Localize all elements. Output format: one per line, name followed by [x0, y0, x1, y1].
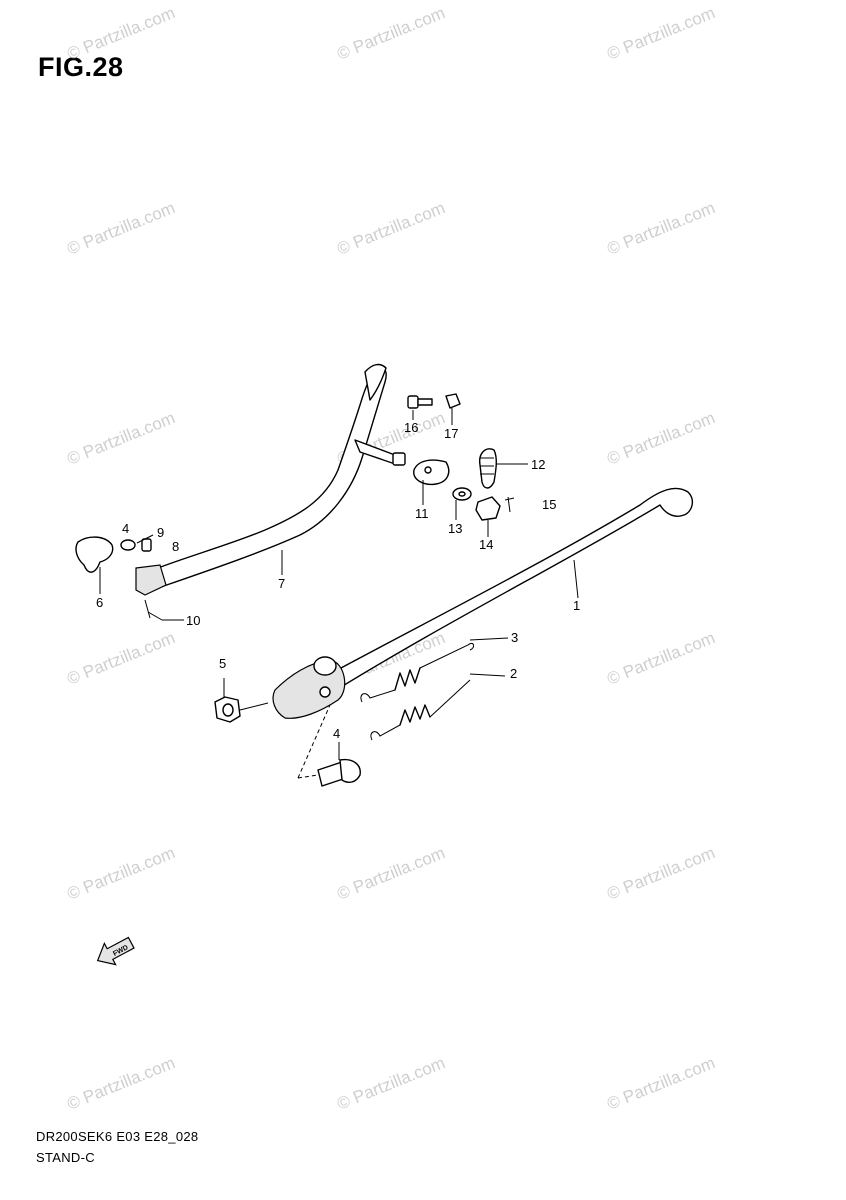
watermark-text: © Partzilla.com: [64, 628, 177, 689]
lower-spring-part: [370, 679, 471, 741]
stand-nut-part: [214, 696, 241, 723]
callout-14: 14: [479, 537, 493, 552]
watermark-text: © Partzilla.com: [64, 198, 177, 259]
switch-bracket-part: [413, 459, 450, 486]
watermark-text: © Partzilla.com: [334, 3, 447, 64]
watermark-text: © Partzilla.com: [64, 408, 177, 469]
side-stand-bar-part: [272, 487, 694, 719]
watermark-text: © Partzilla.com: [64, 843, 177, 904]
clamp-part: [75, 536, 114, 573]
watermark-text: © Partzilla.com: [334, 198, 447, 259]
callout-16: 16: [404, 420, 418, 435]
watermark-text: © Partzilla.com: [604, 843, 717, 904]
watermark-text: © Partzilla.com: [334, 1053, 447, 1114]
callout-6: 6: [96, 595, 103, 610]
section-name: STAND-C: [36, 1150, 95, 1165]
callout-9: 9: [157, 525, 164, 540]
switch-body-part: [475, 496, 501, 521]
upper-spring-part: [360, 642, 475, 703]
cotter-pin-part: [144, 599, 163, 621]
model-code: DR200SEK6 E03 E28_028: [36, 1129, 199, 1144]
callout-8: 8: [172, 539, 179, 554]
watermark-text: © Partzilla.com: [604, 3, 717, 64]
figure-title: FIG.28: [38, 52, 124, 82]
watermark-text: © Partzilla.com: [334, 843, 447, 904]
small-bolt-and-washer-part: [120, 538, 152, 552]
callout-3: 3: [511, 630, 518, 645]
bolt-part: [407, 395, 433, 409]
callout-11: 11: [415, 506, 429, 521]
stand-lever-arm-part: [135, 363, 406, 596]
watermark-text: © Partzilla.com: [64, 3, 177, 64]
stand-pin-part: [297, 704, 361, 787]
side-stand-switch-part: [479, 448, 497, 489]
watermark-text: © Partzilla.com: [64, 1053, 177, 1114]
callout-1: 1: [573, 598, 580, 613]
callout-5: 5: [219, 656, 226, 671]
watermark-layer: © Partzilla.com © Partzilla.com © Partzill…: [64, 3, 717, 1114]
callout-10: 10: [186, 613, 200, 628]
watermark-text: © Partzilla.com: [604, 628, 717, 689]
callout-2: 2: [510, 666, 517, 681]
callout-17: 17: [444, 426, 458, 441]
watermark-text: © Partzilla.com: [604, 1053, 717, 1114]
callout-15: 15: [542, 497, 556, 512]
washer-part: [452, 487, 472, 501]
callout-13: 13: [448, 521, 462, 536]
callout-labels: 1 2 3 4 4 5 6 7 8 9 10 11 12 13 14 15 16…: [96, 420, 580, 741]
callout-4-lower: 4: [333, 726, 340, 741]
watermark-text: © Partzilla.com: [604, 198, 717, 259]
watermark-text: © Partzilla.com: [604, 408, 717, 469]
small-screw-part: [504, 496, 515, 513]
leader-lines: [99, 408, 579, 760]
small-nut-part: [445, 393, 461, 409]
callout-7: 7: [278, 576, 285, 591]
callout-4-upper: 4: [122, 521, 129, 536]
forward-arrow-icon: FWD: [96, 936, 135, 966]
callout-12: 12: [531, 457, 545, 472]
